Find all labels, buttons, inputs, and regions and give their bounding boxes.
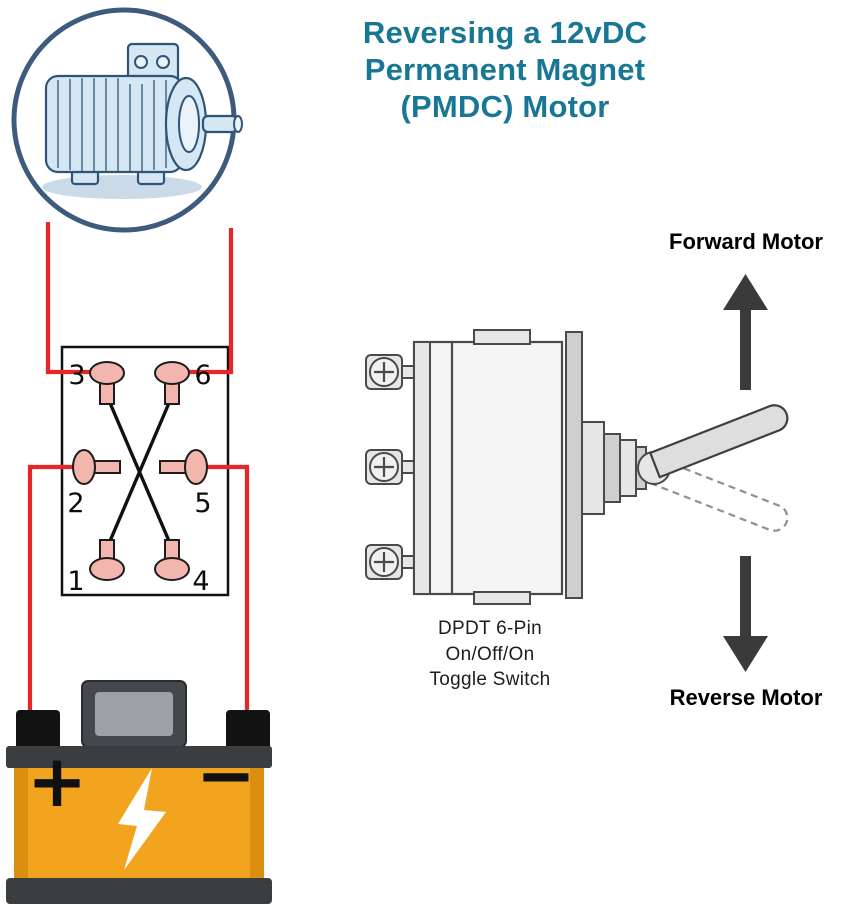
terminal-1-screw <box>89 557 125 581</box>
terminal-6-number: 6 <box>194 360 211 391</box>
wire-motor-right <box>189 228 234 375</box>
toggle-switch-label: DPDT 6-Pin On/Off/On Toggle Switch <box>385 616 595 693</box>
terminal-4-screw <box>154 557 190 581</box>
switch-body <box>412 340 564 596</box>
battery-plus-sign: + <box>27 739 87 823</box>
toggle-lever-forward-position <box>648 404 789 479</box>
terminal-5-number: 5 <box>194 488 211 519</box>
title-line-2: Permanent Magnet <box>364 52 646 88</box>
terminal-2-number: 2 <box>67 488 84 519</box>
switch-mounting-plate <box>565 331 583 599</box>
switch-bottom-tab <box>473 591 531 605</box>
battery-top-strip <box>6 746 272 768</box>
wire-motor-left <box>45 222 90 375</box>
title-line-3: (PMDC) Motor <box>400 89 610 125</box>
switch-screw-bottom <box>365 544 415 580</box>
electric-motor-icon <box>42 42 243 199</box>
title-line-1: Reversing a 12vDC <box>362 15 648 50</box>
switch-bushing-nut <box>619 439 637 497</box>
down-arrow-icon <box>723 556 768 672</box>
terminal-4-number: 4 <box>192 566 209 597</box>
switch-label-line-2: On/Off/On <box>445 643 535 665</box>
battery-bottom-strip <box>6 878 272 904</box>
switch-label-line-1: DPDT 6-Pin <box>437 618 542 639</box>
terminal-3-screw <box>89 361 125 385</box>
forward-motor-label: Forward Motor <box>669 229 823 254</box>
switch-top-tab <box>473 329 531 345</box>
terminal-6-screw <box>154 361 190 385</box>
terminal-2-screw <box>72 449 96 485</box>
diagram-title: Reversing a 12vDC Permanent Magnet (PMDC… <box>305 14 705 126</box>
battery: + − <box>6 680 272 904</box>
jumper-6-to-1 <box>105 395 174 549</box>
terminal-1-number: 1 <box>67 566 84 597</box>
battery-terminal-negative <box>226 710 270 750</box>
switch-label-line-3: Toggle Switch <box>429 669 551 691</box>
up-arrow-icon <box>723 274 768 390</box>
wire-battery-left <box>27 464 73 730</box>
lightning-bolt-icon <box>118 768 166 870</box>
battery-minus-sign: − <box>196 733 256 817</box>
motor-badge <box>11 7 243 233</box>
battery-terminal-positive <box>16 710 60 750</box>
terminal-5-screw <box>184 449 208 485</box>
switch-screw-top <box>365 354 415 390</box>
toggle-lever-reverse-position <box>648 457 789 532</box>
wire-battery-right <box>207 464 250 730</box>
reverse-motor-label: Reverse Motor <box>669 685 823 710</box>
wires <box>27 222 250 730</box>
toggle-switch-illustration <box>365 329 789 605</box>
terminal-details: 3 6 2 5 1 4 <box>67 360 211 597</box>
switch-screw-middle <box>365 449 415 485</box>
terminal-3-number: 3 <box>68 360 85 391</box>
